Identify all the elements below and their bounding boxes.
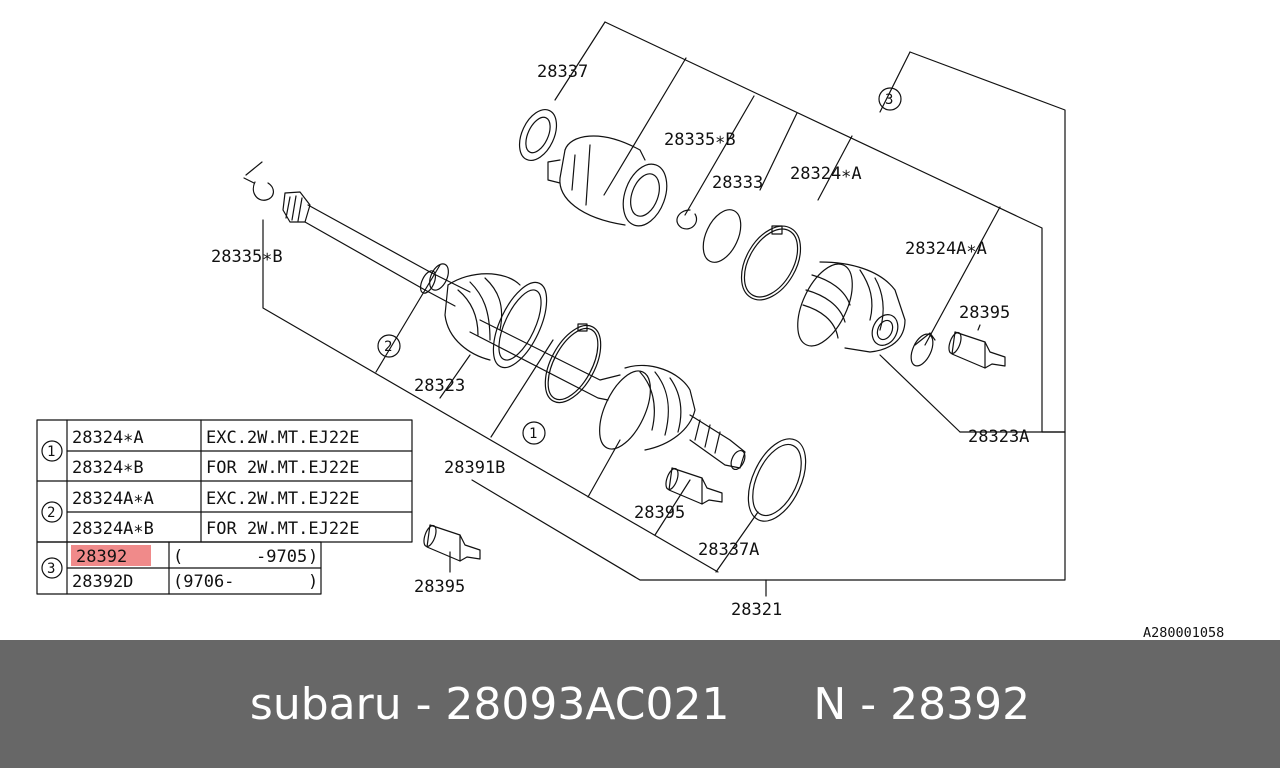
table-group-1: 1 xyxy=(47,444,55,460)
table-note: EXC.2W.MT.EJ22E xyxy=(206,428,360,448)
outer-joint-housing-icon xyxy=(547,135,668,227)
assembly-frame xyxy=(262,21,1066,597)
circlip-top-icon xyxy=(676,209,698,230)
table-note-open: ( xyxy=(173,547,183,567)
callout-28324aa: 28324A∗A xyxy=(905,239,987,259)
table-part: 28324A∗A xyxy=(72,489,154,509)
callout-28323: 28323 xyxy=(414,376,465,396)
table-part: 28324A∗B xyxy=(72,519,154,539)
inner-boot-icon xyxy=(444,273,548,369)
callout-28321: 28321 xyxy=(731,600,782,620)
callout-28333: 28333 xyxy=(712,173,763,193)
table-part: 28392D xyxy=(72,572,133,592)
callout-28395-right: 28395 xyxy=(959,303,1010,323)
callout-28395-mid: 28395 xyxy=(634,503,685,523)
seal-ring-top-icon xyxy=(518,109,558,161)
parts-diagram: 28337 28335∗B 28333 28324∗A 28324A∗A 283… xyxy=(36,21,1224,640)
circlip-left-icon xyxy=(243,161,274,201)
callout-28391b: 28391B xyxy=(444,458,505,478)
dust-plug-bottom-icon xyxy=(423,524,481,562)
callout-28335b-left: 28335∗B xyxy=(211,247,283,267)
table-part: 28324∗A xyxy=(72,428,144,448)
ref-circle-3 xyxy=(878,87,902,111)
table-note: EXC.2W.MT.EJ22E xyxy=(206,489,360,509)
dust-plug-mid-icon xyxy=(665,467,723,505)
table-part-highlighted: 28392 xyxy=(76,547,127,567)
boot-band-center-icon xyxy=(544,323,602,404)
circlip-28333-icon xyxy=(702,209,742,263)
highlight-28392 xyxy=(71,545,151,566)
callout-28324a: 28324∗A xyxy=(790,164,862,184)
dust-plug-right-icon xyxy=(948,331,1006,369)
callout-28337a: 28337A xyxy=(698,540,759,560)
band-small-right-icon xyxy=(910,332,936,367)
axle-shaft-icon xyxy=(282,191,621,401)
table-note-open: (9706- xyxy=(173,572,234,592)
spec-table-grid xyxy=(36,419,413,595)
outer-boot-icon xyxy=(599,364,746,471)
table-note: FOR 2W.MT.EJ22E xyxy=(206,458,360,478)
table-part: 28324∗B xyxy=(72,458,144,478)
callout-28337: 28337 xyxy=(537,62,588,82)
callout-28335b-top: 28335∗B xyxy=(664,130,736,150)
table-group-2: 2 xyxy=(47,505,55,521)
boot-band-right-icon xyxy=(740,225,802,301)
table-note: FOR 2W.MT.EJ22E xyxy=(206,519,360,539)
seal-ring-bottom-icon xyxy=(747,438,807,522)
ref-label-2: 2 xyxy=(384,339,392,355)
footer-banner: subaru - 28093AC021 N - 28392 xyxy=(0,640,1280,768)
ref-circle-1 xyxy=(522,421,546,445)
table-note-close: ) xyxy=(308,572,318,592)
table-group-3: 3 xyxy=(47,561,55,577)
table-note-close: ) xyxy=(308,547,318,567)
footer-text: subaru - 28093AC021 N - 28392 xyxy=(249,678,1031,730)
boot-right-icon xyxy=(797,261,906,353)
ref-label-1: 1 xyxy=(529,426,537,442)
image-code: A280001058 xyxy=(1143,625,1224,640)
callout-28395-bottom: 28395 xyxy=(414,577,465,597)
callout-28323a: 28323A xyxy=(968,427,1029,447)
table-note-value: -9705 xyxy=(256,547,307,567)
ref-circle-2 xyxy=(377,334,401,358)
ref-label-3: 3 xyxy=(885,92,893,108)
